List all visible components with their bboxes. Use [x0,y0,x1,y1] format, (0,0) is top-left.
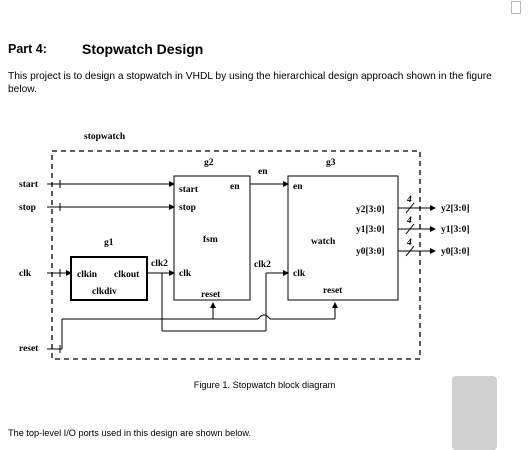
input-reset-label: reset [19,344,39,354]
g3-port-y2: y2[3:0] [356,205,385,215]
part-label: Part 4: [8,42,47,56]
intro-paragraph: This project is to design a stopwatch in… [8,71,492,95]
input-clk-label: clk [19,269,32,279]
stopwatch-block-diagram: stopwatch g2 start en stop fsm clk reset… [19,132,470,360]
g3-port-y0: y0[3:0] [356,247,385,257]
g1-port-clkout: clkout [114,270,140,280]
clk2-label-g3: clk2 [254,260,271,270]
scrollbar-thumb[interactable] [452,376,497,450]
g2-port-stop: stop [179,203,196,213]
input-stop-label: stop [19,203,36,213]
g1-name: g1 [104,238,114,248]
g3-port-y1: y1[3:0] [356,225,385,235]
g3-name: g3 [326,158,336,168]
g1-block [70,256,148,301]
ports-intro: The top-level I/O ports used in this des… [8,428,252,438]
bus-width-y1: 4 [406,216,412,226]
clk2-label-g1: clk2 [151,259,168,269]
stopwatch-boundary [51,150,421,360]
g1-entity: clkdiv [92,287,117,297]
en-signal-label: en [258,167,268,177]
g2-entity: fsm [203,235,218,245]
bus-width-y0: 4 [406,238,412,248]
g2-block [173,175,251,301]
bookmark-icon[interactable] [511,1,521,14]
g2-port-reset: reset [201,290,221,300]
g2-port-clk: clk [179,269,192,279]
output-y2: y2[3:0] [441,204,470,214]
g3-port-reset: reset [323,286,343,296]
g1-port-clkin: clkin [77,270,98,280]
output-y1: y1[3:0] [441,225,470,235]
g2-port-en: en [230,182,240,192]
g3-block [287,175,399,301]
bus-width-y2: 4 [406,195,412,205]
output-y0: y0[3:0] [441,247,470,257]
figure-caption: Figure 1. Stopwatch block diagram [193,380,336,390]
input-start-label: start [19,180,39,190]
g2-name: g2 [204,158,214,168]
stopwatch-label: stopwatch [84,132,126,142]
g3-port-en: en [293,182,303,192]
g2-port-start: start [179,185,199,195]
g3-port-clk: clk [293,269,306,279]
part-title: Stopwatch Design [82,41,204,57]
g3-entity: watch [311,237,336,247]
